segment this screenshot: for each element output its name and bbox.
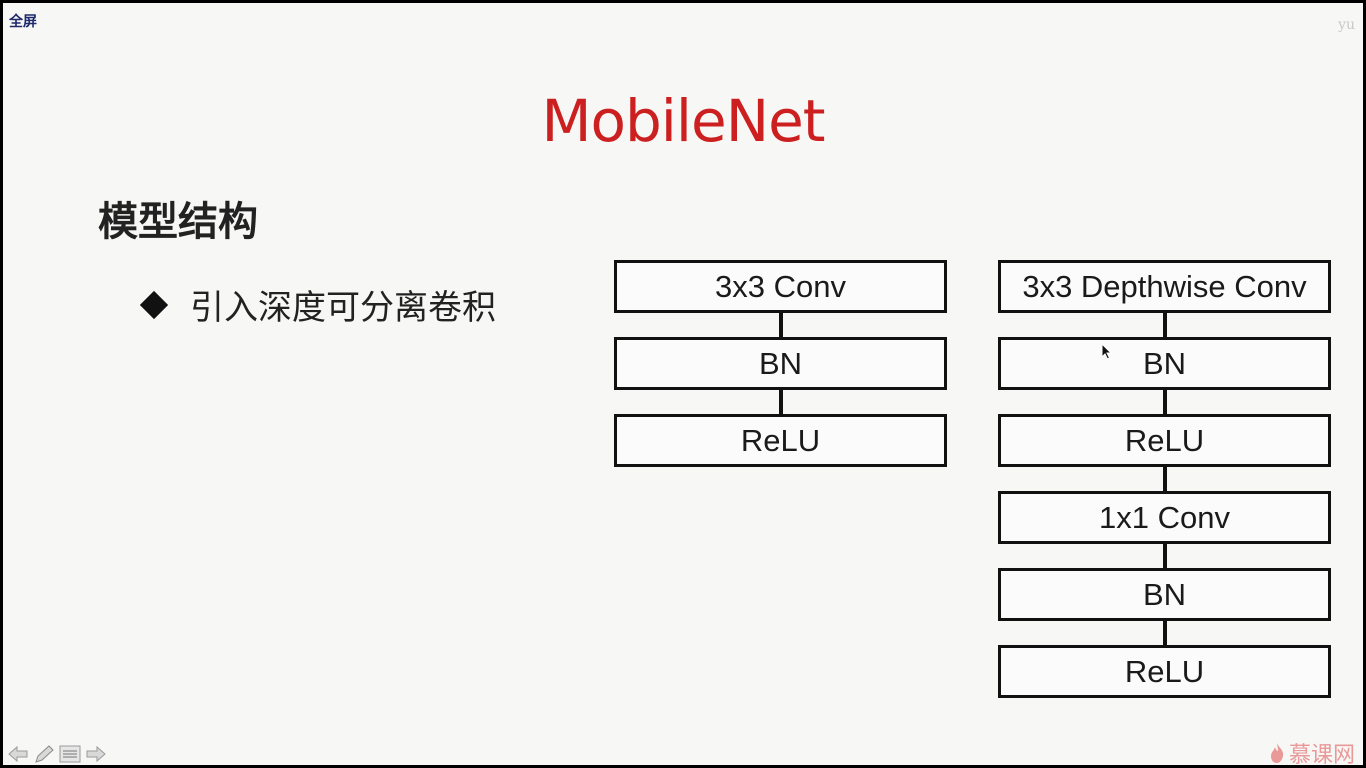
- bullet-item: 引入深度可分离卷积: [139, 280, 496, 329]
- brand-logo: 慕课网: [1269, 737, 1355, 765]
- block-bn: BN: [998, 337, 1331, 390]
- previous-arrow-icon[interactable]: [7, 743, 29, 765]
- connector-line: [1162, 390, 1167, 414]
- section-heading: 模型结构: [98, 199, 258, 245]
- fullscreen-button[interactable]: 全屏: [9, 14, 37, 30]
- connector-line: [778, 313, 783, 337]
- diamond-bullet-icon: [139, 290, 169, 319]
- depthwise-separable-stack: 3x3 Depthwise Conv BN ReLU 1x1 Conv BN R…: [998, 260, 1331, 698]
- block-relu: ReLU: [614, 414, 947, 467]
- flame-icon: [1270, 743, 1284, 763]
- block-relu: ReLU: [998, 414, 1331, 467]
- connector-line: [1162, 544, 1167, 568]
- brand-name: 慕课网: [1288, 743, 1355, 765]
- connector-line: [1162, 313, 1167, 337]
- slide-title: MobileNet: [541, 87, 825, 155]
- block-relu: ReLU: [998, 645, 1331, 698]
- menu-icon[interactable]: [59, 743, 81, 765]
- block-bn: BN: [614, 337, 947, 390]
- mouse-cursor-icon: [1101, 343, 1113, 360]
- bullet-text: 引入深度可分离卷积: [190, 288, 496, 328]
- block-3x3-conv: 3x3 Conv: [614, 260, 947, 313]
- block-3x3-depthwise-conv: 3x3 Depthwise Conv: [998, 260, 1331, 313]
- presentation-toolbar: [7, 743, 107, 765]
- watermark: yu: [1338, 17, 1355, 33]
- pen-icon[interactable]: [33, 743, 55, 765]
- next-arrow-icon[interactable]: [85, 743, 107, 765]
- slide-canvas: 全屏 yu MobileNet 模型结构 引入深度可分离卷积 3x3 Conv …: [3, 3, 1363, 765]
- connector-line: [778, 390, 783, 414]
- block-1x1-conv: 1x1 Conv: [998, 491, 1331, 544]
- connector-line: [1162, 467, 1167, 491]
- standard-conv-stack: 3x3 Conv BN ReLU: [614, 260, 947, 467]
- block-bn: BN: [998, 568, 1331, 621]
- connector-line: [1162, 621, 1167, 645]
